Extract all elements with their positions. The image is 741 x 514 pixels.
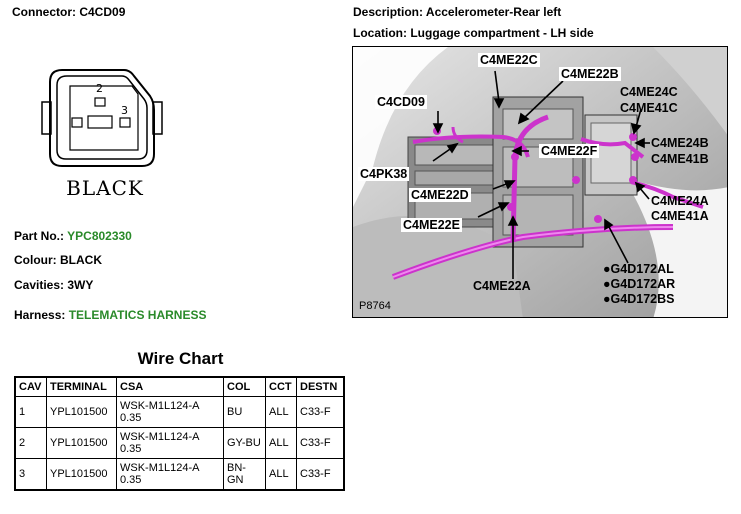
cell-csa: WSK-M1L124-A 0.35	[116, 396, 224, 428]
location-photo-drawing	[353, 47, 727, 317]
part-number: Part No.: YPC802330	[14, 229, 132, 243]
connector-color-text: BLACK	[66, 176, 144, 200]
label-c4me41b: C4ME41B	[651, 152, 709, 166]
cell-terminal: YPL101500	[46, 427, 117, 459]
cell-terminal: YPL101500	[46, 458, 117, 491]
label-c4me22a: C4ME22A	[473, 279, 531, 293]
harness-key: Harness:	[14, 308, 66, 322]
cell-csa: WSK-M1L124-A 0.35	[116, 427, 224, 459]
label-c4me24a: C4ME24A	[651, 194, 709, 208]
cell-col: BU	[223, 396, 266, 428]
location-photo: C4ME22C C4ME22B C4CD09 C4ME24C C4ME41C C…	[352, 46, 728, 318]
photo-reference: P8764	[359, 300, 391, 312]
cell-col: GY-BU	[223, 427, 266, 459]
label-c4me24b: C4ME24B	[651, 136, 709, 150]
header-cct: CCT	[265, 376, 297, 397]
wire-chart-title: Wire Chart	[137, 349, 224, 368]
wire-chart-header-row: CAV TERMINAL CSA COL CCT DESTN	[14, 376, 345, 397]
part-number-value: YPC802330	[67, 229, 132, 243]
header-destn: DESTN	[296, 376, 345, 397]
harness-value: TELEMATICS HARNESS	[68, 308, 207, 322]
table-row: 3 YPL101500 WSK-M1L124-A 0.35 BN-GN ALL …	[14, 458, 345, 491]
cell-destn: C33-F	[296, 427, 345, 459]
header-terminal: TERMINAL	[46, 376, 117, 397]
cell-col: BN-GN	[223, 458, 266, 491]
label-c4me22c: C4ME22C	[478, 53, 540, 67]
table-row: 2 YPL101500 WSK-M1L124-A 0.35 GY-BU ALL …	[14, 427, 345, 459]
colour-value: BLACK	[60, 253, 102, 267]
label-c4me22b: C4ME22B	[559, 67, 621, 81]
description-key: Description:	[353, 5, 424, 19]
cavities-key: Cavities:	[14, 278, 65, 292]
label-g4d172bs: ●G4D172BS	[603, 292, 675, 306]
header-col: COL	[223, 376, 266, 397]
cell-terminal: YPL101500	[46, 396, 117, 428]
location-label: Location: Luggage compartment - LH side	[353, 26, 594, 40]
cavities-value: 3WY	[67, 278, 94, 292]
cell-destn: C33-F	[296, 458, 345, 491]
cell-cct: ALL	[265, 458, 297, 491]
cell-cav: 2	[14, 427, 47, 459]
cell-cct: ALL	[265, 427, 297, 459]
harness: Harness: TELEMATICS HARNESS	[14, 308, 207, 322]
cavities: Cavities: 3WY	[14, 278, 93, 292]
pin-label-2: 2	[96, 82, 103, 95]
location-key: Location:	[353, 26, 407, 40]
wire-chart-table: CAV TERMINAL CSA COL CCT DESTN 1 YPL1015…	[14, 376, 345, 491]
label-c4me41c: C4ME41C	[620, 101, 678, 115]
cell-destn: C33-F	[296, 396, 345, 428]
cell-cav: 3	[14, 458, 47, 491]
table-row: 1 YPL101500 WSK-M1L124-A 0.35 BU ALL C33…	[14, 396, 345, 428]
header-cav: CAV	[14, 376, 47, 397]
description-value: Accelerometer-Rear left	[425, 5, 562, 19]
label-c4me22f: C4ME22F	[539, 144, 600, 158]
pin-label-3: 3	[121, 104, 128, 117]
cell-cct: ALL	[265, 396, 297, 428]
label-c4pk38: C4PK38	[358, 167, 410, 181]
label-g4d172ar: ●G4D172AR	[603, 277, 676, 291]
connector-face-drawing: 2 3	[41, 69, 163, 167]
description-label: Description: Accelerometer-Rear left	[353, 5, 561, 19]
label-c4me22e: C4ME22E	[401, 218, 462, 232]
connector-label: Connector: C4CD09	[12, 5, 125, 19]
label-c4me41a: C4ME41A	[651, 209, 709, 223]
colour-key: Colour:	[14, 253, 57, 267]
cell-cav: 1	[14, 396, 47, 428]
cell-csa: WSK-M1L124-A 0.35	[116, 458, 224, 491]
connector-id: C4CD09	[79, 5, 126, 19]
colour: Colour: BLACK	[14, 253, 102, 267]
part-number-key: Part No.:	[14, 229, 65, 243]
label-c4me22d: C4ME22D	[409, 188, 471, 202]
connector-label-key: Connector:	[12, 5, 76, 19]
label-c4me24c: C4ME24C	[620, 85, 678, 99]
location-value: Luggage compartment - LH side	[410, 26, 594, 40]
label-g4d172al: ●G4D172AL	[603, 262, 674, 276]
label-c4cd09: C4CD09	[375, 95, 427, 109]
header-csa: CSA	[116, 376, 224, 397]
